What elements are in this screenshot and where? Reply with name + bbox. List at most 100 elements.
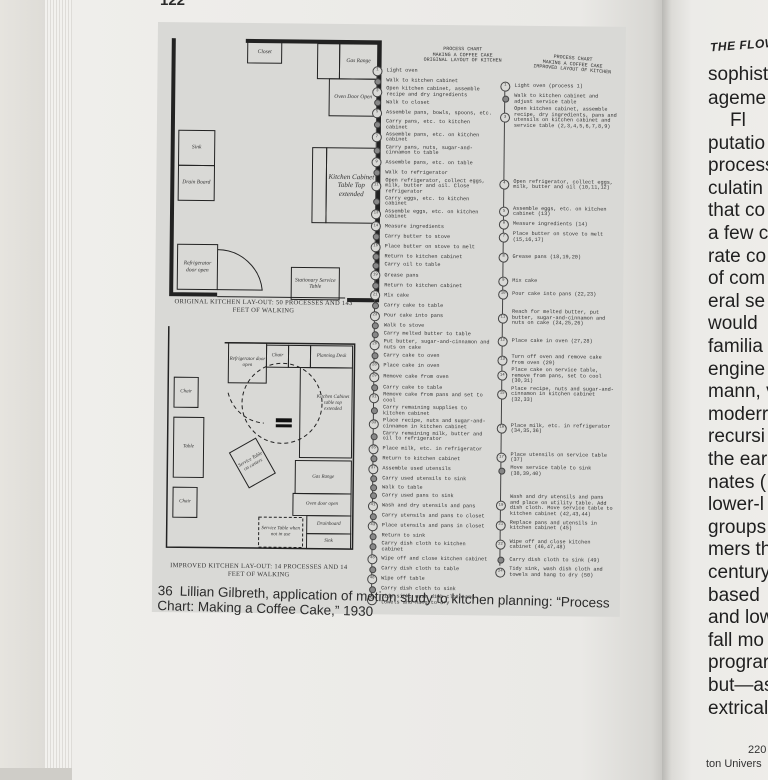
body-text-line: moderr: [708, 403, 768, 425]
transport-circle-icon: [370, 433, 378, 441]
improved-plan-caption: Improved Kitchen Lay-out: 14 processes a…: [156, 562, 361, 580]
step-text: Assemble used utensils: [382, 465, 451, 472]
operation-circle-icon: 24: [495, 567, 506, 578]
process-step: Carry butter to stove: [371, 233, 491, 241]
operation-circle-icon: 7: [371, 132, 382, 143]
process-step: Carry cake to oven: [369, 352, 489, 360]
step-text: Open refrigerator, collect eggs, milk, b…: [513, 178, 614, 191]
operation-circle-icon: 31: [369, 393, 380, 404]
process-step: Carry cake to table: [370, 302, 490, 310]
operation-circle-icon: 29: [369, 372, 380, 383]
label-gas-range: Gas Range: [312, 474, 335, 480]
operation-circle-icon: 28: [369, 360, 380, 372]
step-text: Place utensils and pans in closet: [381, 522, 485, 530]
step-text: Place cake in oven: [383, 362, 440, 369]
step-text: Mix cake: [512, 278, 538, 285]
process-step: Walk to table: [368, 484, 488, 492]
process-step: Return to kitchen cabinet: [368, 455, 488, 463]
transport-circle-icon: [368, 543, 377, 551]
step-text: Walk to kitchen cabinet: [386, 77, 459, 85]
label-chair: Chair: [180, 389, 192, 395]
operation-circle-icon: 21: [495, 520, 506, 531]
transport-circle-icon: [371, 282, 379, 290]
body-text-line: process: [708, 155, 768, 177]
body-text-line: rate co: [708, 245, 767, 267]
step-text: Place butter on stove to melt: [384, 243, 475, 251]
step-text: Carry pans, nuts, sugar-and-cinnamon to …: [385, 144, 473, 157]
step-text: Carry used utensils to sink: [382, 475, 467, 483]
transport-circle-icon: [369, 532, 377, 541]
step-text: Return to kitchen cabinet: [384, 253, 463, 261]
step-text: Assemble eggs, etc. on kitchen cabinet (…: [512, 205, 607, 218]
process-step: Walk to kitchen cabinet and adjust servi…: [500, 93, 618, 106]
step-text: Turn off oven and remove cake from oven …: [511, 353, 602, 366]
right-page-number: 220: [748, 744, 767, 756]
operation-circle-icon: 12: [497, 336, 508, 347]
body-text-line: prograr: [708, 652, 768, 674]
step-text: Place cake in oven (27,28): [511, 337, 593, 345]
chart-improved-header: Process Chart Making a Coffee Cake Impro…: [527, 53, 618, 77]
step-text: Measure ingredients: [384, 223, 445, 230]
original-plan-caption: Original Kitchen Lay-out: 50 processes a…: [161, 298, 366, 316]
body-text-line: that co: [708, 200, 766, 222]
step-text: Place milk, etc. in refrigerator: [382, 445, 483, 453]
body-text-line: culatin: [708, 177, 763, 199]
operation-circle-icon: 16: [496, 423, 507, 434]
step-text: Wash and dry utensils and pans and place…: [509, 493, 613, 518]
step-text: Place milk, etc. in refrigerator (34,35,…: [510, 422, 611, 435]
step-text: Grease pans: [384, 271, 419, 279]
body-text-line: extrical: [708, 697, 768, 719]
step-text: Place utensils on service table (37): [510, 451, 608, 464]
transport-circle-icon: [373, 146, 381, 155]
step-text: Light oven (process 1): [514, 82, 583, 90]
label-service-table-idle: Service Table when not in use: [261, 526, 301, 538]
step-text: Carry cake to oven: [383, 352, 440, 359]
step-text: Carry cake to table: [384, 302, 444, 309]
step-text: Replace pans and utensils in kitchen cab…: [509, 519, 597, 532]
body-text-line: Fl: [730, 110, 746, 131]
operation-circle-icon: 7: [498, 232, 509, 243]
operation-circle-icon: 5: [372, 107, 383, 118]
step-text: Return to kitchen cabinet: [382, 455, 461, 462]
process-step: Carry oil to table: [370, 262, 490, 270]
label-closet: Closet: [257, 48, 272, 56]
process-step: Move service table to sink (38,39,40): [496, 465, 614, 478]
process-step: Walk to closet: [372, 99, 492, 107]
page-number: 122: [160, 0, 186, 9]
transport-circle-icon: [370, 352, 379, 360]
step-text: Pour cake into pans (22,23): [512, 291, 597, 298]
body-text-line: recursi: [708, 426, 766, 448]
operation-circle-icon: 23: [369, 310, 380, 321]
body-text-line: groups: [708, 516, 767, 538]
step-text: Open kitchen cabinet, assemble recipe, d…: [513, 105, 617, 130]
original-kitchen-plan: [169, 38, 382, 303]
step-text: Carry oil to table: [384, 261, 441, 269]
operation-circle-icon: 4: [499, 179, 510, 190]
step-text: Wipe off table: [381, 575, 425, 583]
process-step: Carry used pans to sink: [368, 492, 488, 501]
operation-circle-icon: 1: [372, 66, 383, 77]
body-text-line: lower-l: [708, 494, 764, 516]
step-text: Carry utensils and pans to closet: [381, 512, 485, 520]
operation-circle-icon: 9: [498, 276, 509, 287]
step-text: Carry butter to stove: [384, 233, 451, 240]
process-step: Carry remaining supplies to kitchen cabi…: [369, 405, 489, 417]
step-text: Mix cake: [384, 292, 410, 299]
process-step: Return to kitchen cabinet: [370, 282, 490, 290]
page-edges: [45, 0, 75, 768]
step-text: Pour cake into pans: [383, 312, 444, 319]
transport-circle-icon: [501, 95, 509, 103]
